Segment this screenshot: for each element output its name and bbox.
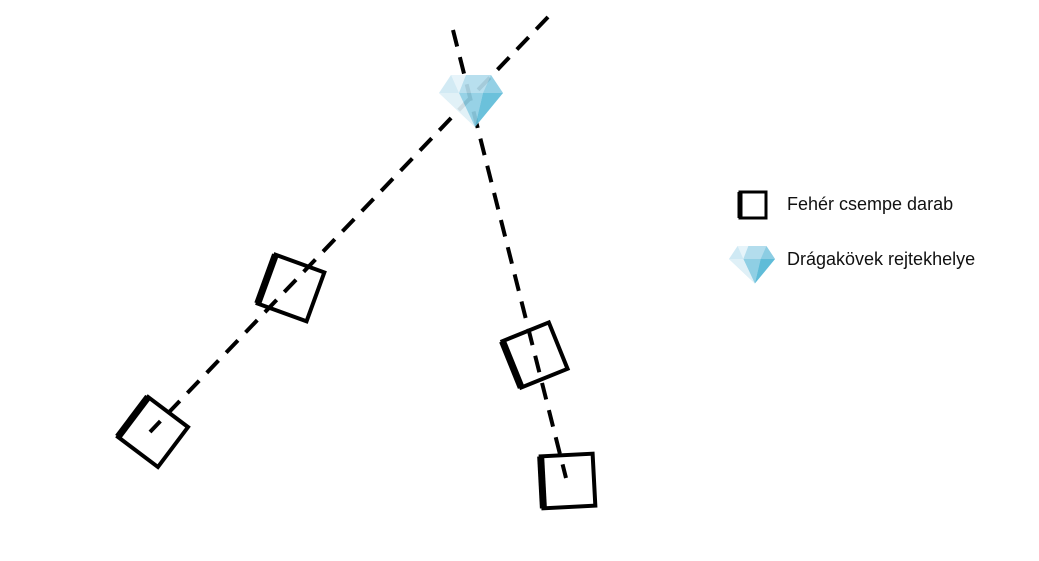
- diamond-icon: [728, 246, 776, 284]
- tile-4: [537, 451, 598, 511]
- legend-tile-label: Fehér csempe darab: [787, 194, 954, 214]
- tile-3: [499, 319, 571, 391]
- tile-1: [115, 394, 191, 470]
- tile-2: [254, 252, 327, 324]
- dashed-line-right: [451, 29, 568, 479]
- legend-gem-label: Drágakövek rejtekhelye: [787, 249, 976, 269]
- square-tile-icon: [737, 190, 768, 220]
